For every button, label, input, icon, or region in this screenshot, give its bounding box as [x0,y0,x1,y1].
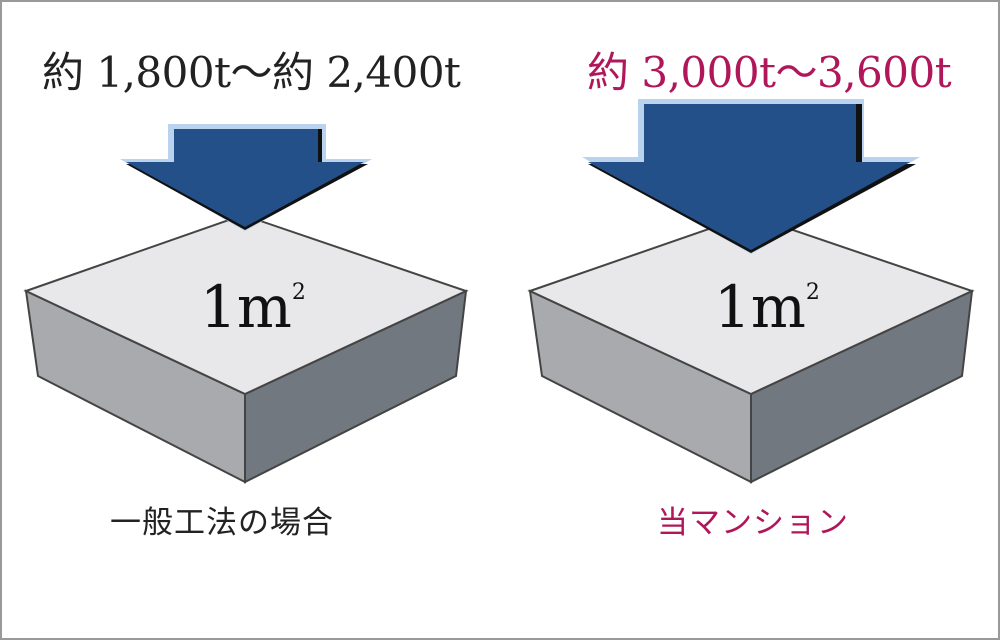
right-load-arrow [582,99,920,254]
left-block-top-face [23,213,469,396]
left-load-label: 約 1,800t〜約 2,400t [42,48,461,97]
right-load-label: 約 3,000t〜3,600t [587,48,952,97]
left-load-arrow [120,124,372,231]
right-block-top-face [527,213,975,396]
right-caption: 当マンション [657,505,849,541]
left-area-label: 1m2 [200,273,306,341]
right-concrete-block: 1m2 [527,213,975,484]
left-concrete-block: 1m2 [23,213,469,484]
right-area-label: 1m2 [714,273,820,341]
left-caption: 一般工法の場合 [110,505,334,541]
